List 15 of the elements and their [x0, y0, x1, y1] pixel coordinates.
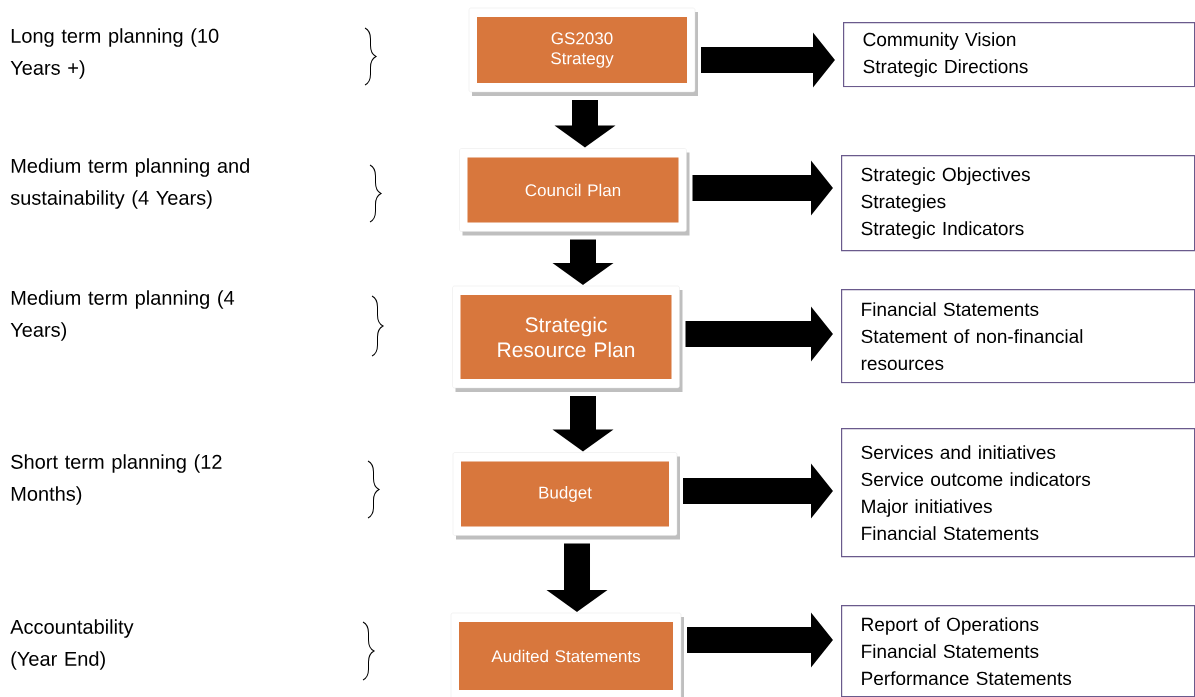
list-box: Financial Statements Statement of non-financial resources	[841, 289, 1195, 384]
planning-label: Short term planning (12 Months)	[11, 454, 222, 505]
list-box: Strategic Objectives Strategies Strategic Indicators	[841, 155, 1195, 252]
process-box: GS2030 Strategy	[468, 7, 698, 96]
process-box: Strategic Resource Plan	[452, 285, 683, 392]
list-box: Report of Operations Financial Statements Performance Statements	[841, 605, 1195, 697]
planning-label: Long term planning (10 Years +)	[10, 28, 219, 79]
list-box: Community Vision Strategic Directions	[843, 22, 1195, 88]
planning-label: Medium term planning (4 Years)	[10, 290, 235, 341]
process-box: Budget	[452, 452, 680, 540]
process-box: Council Plan	[459, 148, 690, 236]
process-box: Audited Statements	[450, 612, 684, 697]
planning-label: Accountability (Year End)	[10, 619, 134, 670]
planning-label: Medium term planning and sustainability (4 Years)	[10, 158, 249, 209]
list-box: Services and initiatives Service outcome indicators Major initiatives Financial Statements	[841, 428, 1195, 558]
